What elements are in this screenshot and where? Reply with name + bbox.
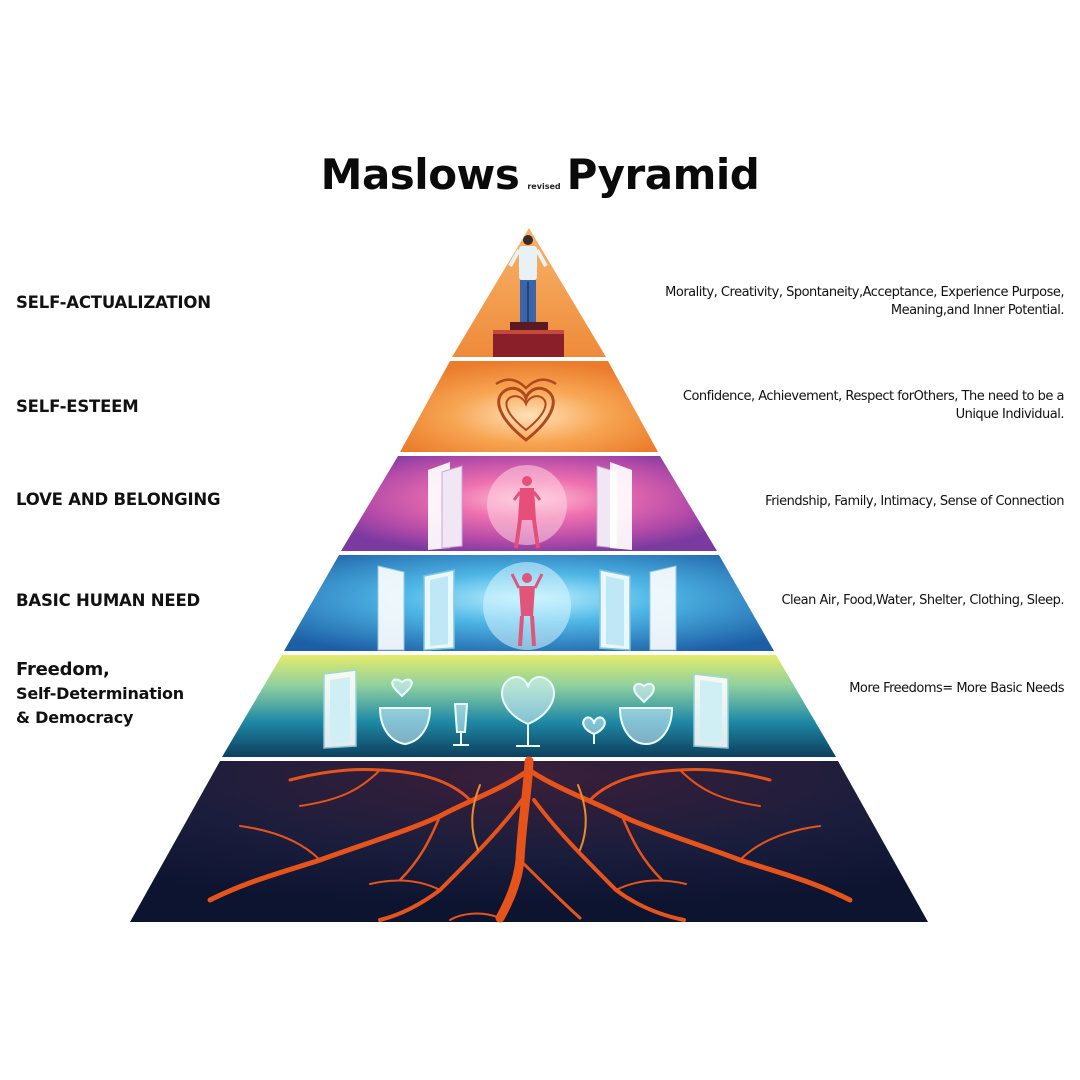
label-freedom-line1: Freedom, [16, 659, 110, 680]
title-main-left: Maslows [320, 150, 520, 199]
door-icon [596, 462, 632, 550]
desc-self-actualization: Morality, Creativity, Spontaneity,Accept… [665, 284, 1064, 320]
desc-line: Meaning,and Inner Potential. [890, 303, 1065, 318]
desc-freedom: More Freedoms= More Basic Needs [849, 680, 1064, 698]
door-icon [599, 565, 677, 651]
page-title: Maslows revised Pyramid [0, 150, 1080, 199]
label-love-belonging: LOVE AND BELONGING [16, 490, 221, 509]
door-icon [693, 673, 729, 749]
door-icon [323, 669, 357, 749]
person-icon [493, 235, 564, 357]
title-main-right: Pyramid [566, 150, 760, 199]
desc-basic-human-need: Clean Air, Food,Water, Shelter, Clothing… [781, 592, 1064, 610]
heart-icon [495, 378, 557, 442]
desc-line: Morality, Creativity, Spontaneity,Accept… [665, 285, 1064, 300]
tier-self-esteem [400, 361, 658, 452]
desc-line: Confidence, Achievement, Respect forOthe… [682, 389, 1065, 404]
label-basic-human-need: BASIC HUMAN NEED [16, 591, 201, 610]
door-icon [377, 565, 455, 651]
desc-line: Friendship, Family, Intimacy, Sense of C… [765, 494, 1064, 509]
label-self-esteem: SELF-ESTEEM [16, 397, 139, 416]
label-freedom-line3: & Democracy [16, 708, 134, 727]
desc-line: Clean Air, Food,Water, Shelter, Clothing… [781, 593, 1064, 608]
title-small-word: revised [527, 182, 561, 191]
person-icon [483, 562, 571, 650]
desc-self-esteem: Confidence, Achievement, Respect forOthe… [682, 388, 1065, 424]
goblet-icon [378, 676, 674, 747]
desc-love-belonging: Friendship, Family, Intimacy, Sense of C… [765, 493, 1064, 511]
door-icon [428, 462, 463, 550]
desc-line: Unique Individual. [955, 407, 1065, 422]
tier-roots [130, 761, 928, 922]
desc-line: More Freedoms= More Basic Needs [849, 681, 1064, 696]
label-self-actualization: SELF-ACTUALIZATION [16, 293, 211, 312]
label-freedom: Freedom, Self-Determination & Democracy [16, 658, 184, 730]
roots-icon [207, 756, 853, 923]
label-freedom-line2: Self-Determination [16, 684, 184, 703]
person-icon [487, 465, 567, 549]
